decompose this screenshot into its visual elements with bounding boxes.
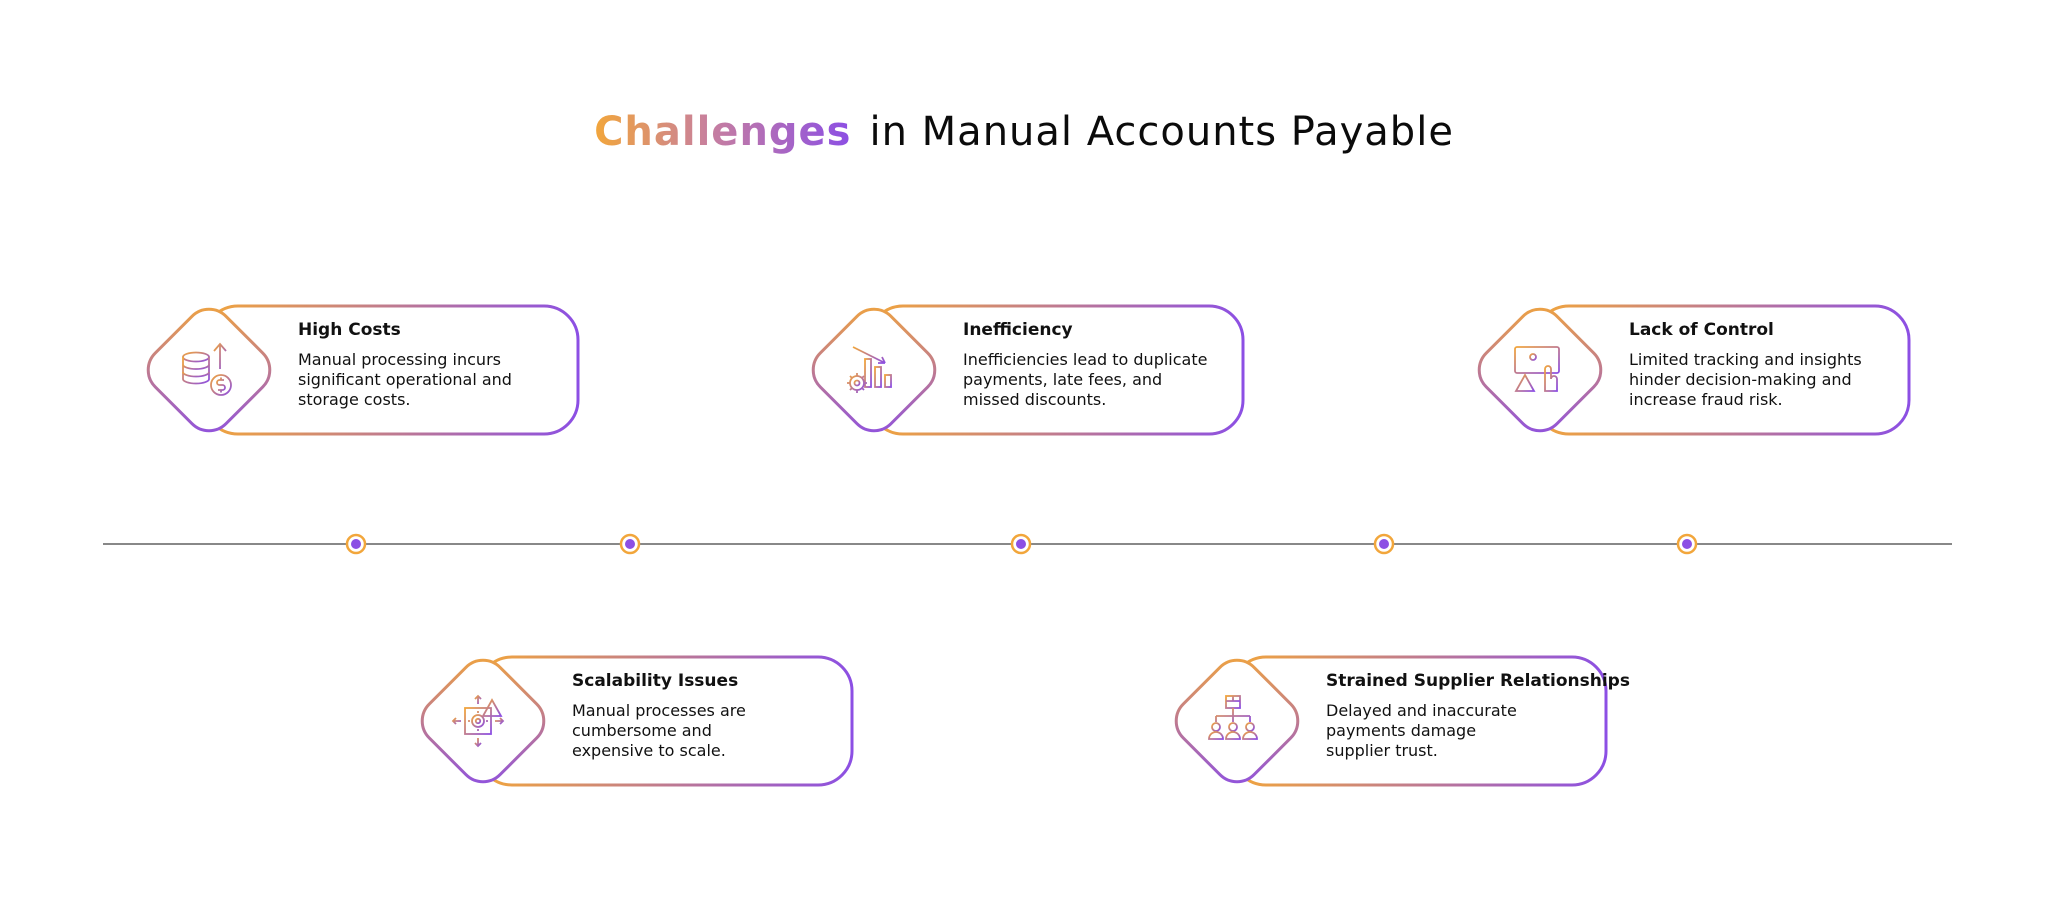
description-line: payments damage <box>1326 721 1477 740</box>
description-line: Limited tracking and insights <box>1629 350 1862 369</box>
description-line: Manual processing incurs <box>298 350 501 369</box>
description-line: missed discounts. <box>963 390 1107 409</box>
card-description: Inefficiencies lead to duplicate payment… <box>963 350 1228 410</box>
description-line: Delayed and inaccurate <box>1326 701 1517 720</box>
card-description: Manual processes are cumbersome and expe… <box>572 701 837 761</box>
title-highlight: Challenges <box>594 109 852 155</box>
description-line: significant operational and <box>298 370 512 389</box>
description-line: hinder decision-making and <box>1629 370 1852 389</box>
card-high-costs <box>146 304 580 436</box>
card-inefficiency <box>811 304 1245 436</box>
description-line: expensive to scale. <box>572 741 726 760</box>
card-heading: High Costs <box>298 320 401 340</box>
page-title: Challenges in Manual Accounts Payable <box>0 72 2048 192</box>
card-supplier <box>1174 655 1608 787</box>
card-text-lack-of-control: Lack of Control Limited tracking and ins… <box>1629 320 1894 410</box>
card-heading: Inefficiency <box>963 320 1073 340</box>
card-heading: Lack of Control <box>1629 320 1774 340</box>
declining-chart-icon <box>847 346 899 393</box>
card-heading: Strained Supplier Relationships <box>1326 671 1630 691</box>
coins-dollar-icon <box>182 342 232 396</box>
card-text-inefficiency: Inefficiency Inefficiencies lead to dupl… <box>963 320 1228 410</box>
org-chart-icon <box>1208 695 1258 740</box>
title-rest: in Manual Accounts Payable <box>869 109 1454 155</box>
connector-supplier <box>1373 533 1395 656</box>
description-line: cumbersome and <box>572 721 712 740</box>
connector-lack-of-control <box>1676 434 1698 555</box>
card-description: Delayed and inaccurate payments damage s… <box>1326 701 1591 761</box>
control-panel-alert-icon <box>1514 346 1560 394</box>
connector-scalability <box>619 533 641 656</box>
description-line: payments, late fees, and <box>963 370 1163 389</box>
card-text-supplier: Strained Supplier Relationships Delayed … <box>1326 671 1630 761</box>
card-text-high-costs: High Costs Manual processing incurs sign… <box>298 320 563 410</box>
description-line: storage costs. <box>298 390 411 409</box>
description-line: Manual processes are <box>572 701 746 720</box>
connector-high-costs <box>345 434 367 555</box>
description-line: increase fraud risk. <box>1629 390 1783 409</box>
description-line: Inefficiencies lead to duplicate <box>963 350 1208 369</box>
gear-warning-icon <box>451 694 505 748</box>
card-heading: Scalability Issues <box>572 671 739 691</box>
description-line: supplier trust. <box>1326 741 1438 760</box>
connector-inefficiency <box>1010 434 1032 555</box>
card-description: Limited tracking and insights hinder dec… <box>1629 350 1894 410</box>
card-text-scalability: Scalability Issues Manual processes are … <box>572 671 837 761</box>
card-scalability <box>420 655 854 787</box>
card-description: Manual processing incurs significant ope… <box>298 350 563 410</box>
card-lack-of-control <box>1477 304 1911 436</box>
